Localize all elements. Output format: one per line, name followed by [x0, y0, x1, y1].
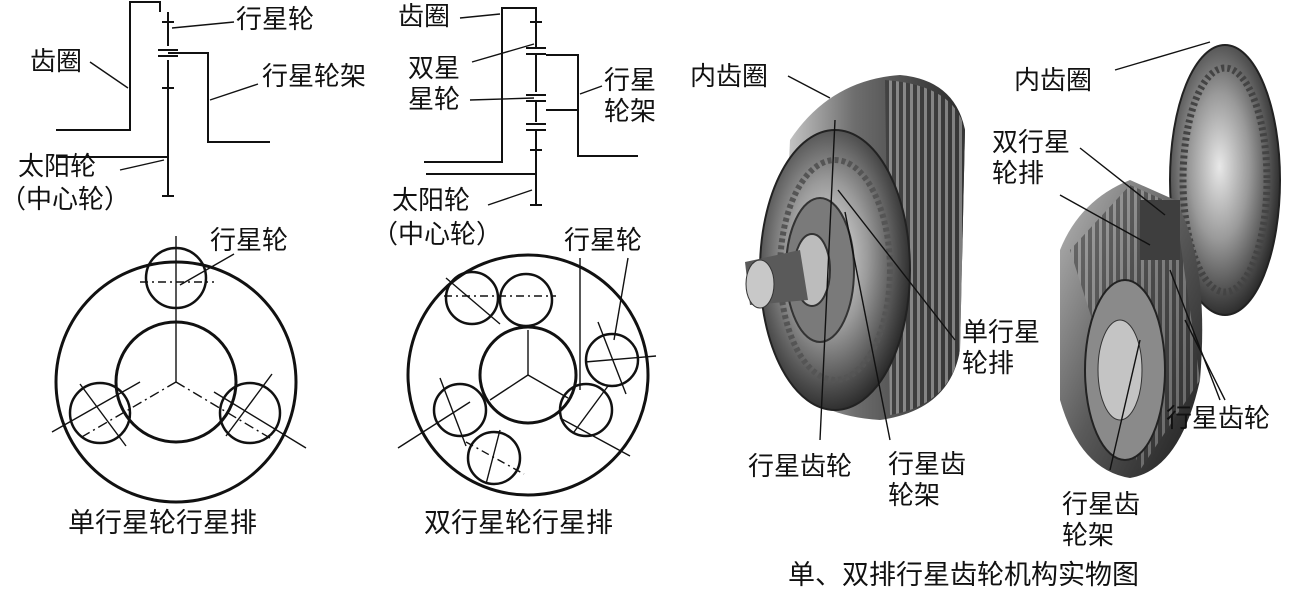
- outer-planet-circle: [584, 332, 640, 388]
- double-planet-label: 双星 星轮: [408, 54, 461, 115]
- planet-carrier-label: 行星齿 轮架: [1062, 490, 1141, 551]
- carrier-member: [546, 54, 638, 157]
- sun-gear-alt-label: （中心轮）: [0, 185, 131, 215]
- double-row-view: [397, 253, 657, 497]
- photo-leader-lines: [787, 41, 1226, 471]
- inner-planet-circle: [498, 272, 554, 328]
- carrier-label: 行星轮架: [262, 62, 367, 92]
- planet-gear-label: 行星轮: [564, 226, 643, 256]
- outer-planet-circle: [466, 430, 522, 486]
- planet-gear-circle: [218, 381, 282, 445]
- carrier-member: [168, 52, 270, 143]
- inner-planet-circle: [558, 382, 614, 438]
- planet-gear-label: 行星齿轮: [1166, 404, 1271, 434]
- double-planet-schematic: [424, 7, 638, 206]
- double-set-label: 双行星 轮排: [992, 128, 1071, 189]
- ring-gear-member: [424, 7, 537, 163]
- planet-gear-circle: [68, 381, 132, 445]
- inner-ring-gear-label: 内齿圈: [690, 62, 769, 92]
- sun-gear-label: 太阳轮: [18, 152, 97, 182]
- sun-gear-alt-label: （中心轮）: [372, 220, 503, 250]
- carrier-label: 行星 轮架: [604, 66, 657, 127]
- inner-planet-circle: [432, 382, 488, 438]
- planet-gear-label: 行星齿轮: [748, 452, 853, 482]
- outer-planet-circle: [444, 270, 500, 326]
- planet-gear-label: 行星轮: [210, 226, 289, 256]
- figure-caption: 单、双排行星齿轮机构实物图: [788, 560, 1139, 591]
- ring-gear-label: 齿圈: [30, 47, 83, 77]
- ring-gear-member: [56, 1, 161, 131]
- sun-gear-label: 太阳轮: [392, 186, 471, 216]
- single-set-photo: [745, 75, 965, 420]
- planet-carrier-label: 行星齿 轮架: [888, 450, 967, 511]
- double-set-photo: [1060, 44, 1281, 478]
- single-row-caption: 单行星轮行星排: [68, 508, 257, 539]
- double-row-caption: 双行星轮行星排: [424, 508, 613, 539]
- inner-ring-gear-label: 内齿圈: [1014, 66, 1093, 96]
- planet-gear-label: 行星轮: [236, 5, 315, 35]
- single-planet-schematic: [56, 1, 270, 197]
- single-set-label: 单行星 轮排: [962, 318, 1041, 379]
- ring-gear-circle: [406, 253, 650, 497]
- single-row-view: [51, 236, 307, 504]
- ring-gear-label: 齿圈: [398, 2, 451, 32]
